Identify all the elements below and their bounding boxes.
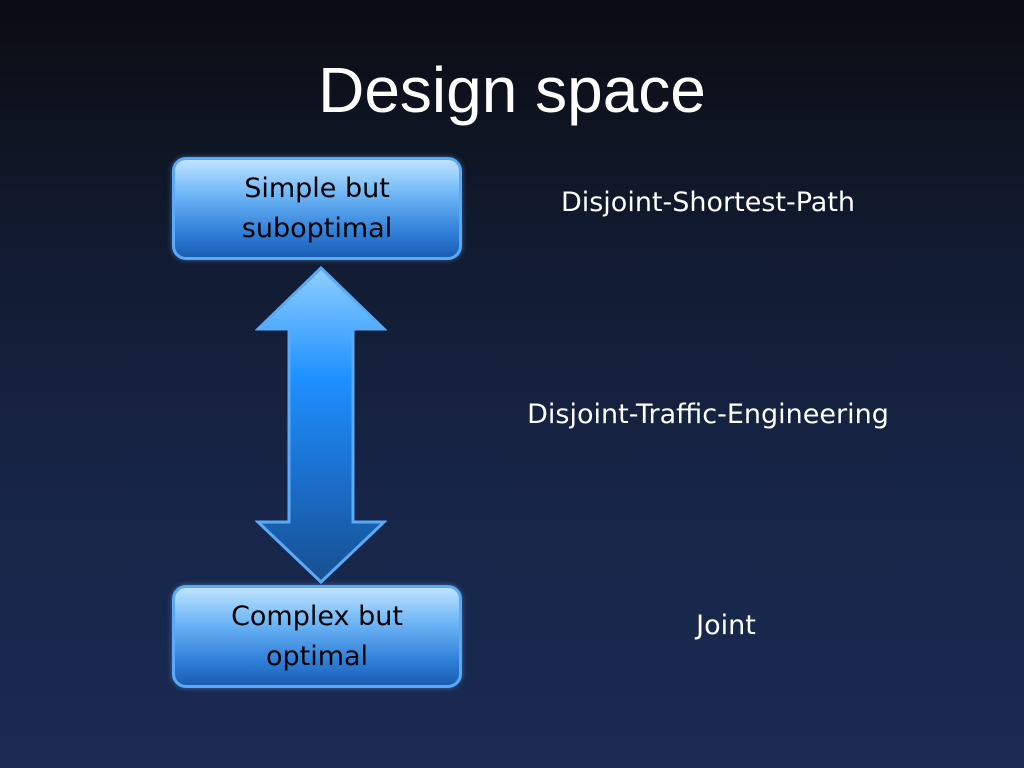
approach-disjoint-traffic-engineering: Disjoint-Traffic-Engineering — [527, 399, 889, 430]
approach-joint: Joint — [696, 610, 756, 641]
complex-optimal-box: Complex but optimal — [172, 585, 462, 688]
arrow-shape — [255, 265, 387, 585]
double-headed-vertical-arrow-icon — [255, 265, 387, 585]
slide-title: Design space — [318, 54, 706, 126]
simple-suboptimal-label: Simple but suboptimal — [241, 172, 393, 244]
simple-suboptimal-box: Simple but suboptimal — [172, 157, 462, 260]
complex-optimal-label: Complex but optimal — [231, 600, 403, 672]
approach-disjoint-shortest-path: Disjoint-Shortest-Path — [560, 187, 856, 218]
